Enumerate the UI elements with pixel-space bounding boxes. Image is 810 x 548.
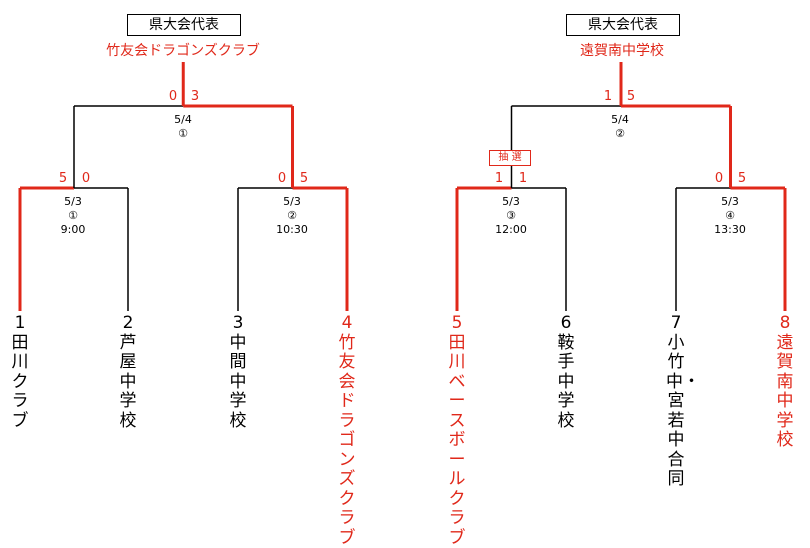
final-left-score-b: 3: [188, 90, 202, 103]
team-seed: 8: [774, 314, 796, 334]
match-number: ④: [695, 209, 765, 223]
team-name: 竹友会ドラゴンズクラブ: [337, 334, 357, 548]
match-number: ②: [257, 209, 327, 223]
m2-score-b: 5: [297, 172, 311, 185]
final-right-score-a: 1: [601, 90, 615, 103]
match-date: 5/3: [695, 195, 765, 209]
team-seed: 4: [336, 314, 358, 334]
match-number: ③: [476, 209, 546, 223]
match-date: 5/3: [476, 195, 546, 209]
match-number: ①: [38, 209, 108, 223]
team-name: 芦屋中学校: [118, 334, 138, 432]
final-right-info: 5/4 ②: [585, 113, 655, 141]
match-time: 12:00: [476, 223, 546, 237]
match-number: ②: [585, 127, 655, 141]
team-name: 中間中学校: [228, 334, 248, 432]
match-time: 13:30: [695, 223, 765, 237]
lottery-badge: 抽 選: [489, 150, 531, 166]
final-left-score-a: 0: [166, 90, 180, 103]
m4-score-a: 0: [712, 172, 726, 185]
team-name: 小竹中・宮若中合同: [666, 334, 686, 490]
final-left-info: 5/4 ①: [148, 113, 218, 141]
m2-score-a: 0: [275, 172, 289, 185]
team-name: 遠賀南中学校: [775, 334, 795, 451]
winner-name-left: 竹友会ドラゴンズクラブ: [93, 40, 273, 60]
match-time: 10:30: [257, 223, 327, 237]
match-date: 5/3: [38, 195, 108, 209]
team-seed: 2: [117, 314, 139, 334]
m3-info: 5/3 ③ 12:00: [476, 195, 546, 236]
m3-score-b: 1: [516, 172, 530, 185]
match-date: 5/4: [148, 113, 218, 127]
team-seed: 5: [446, 314, 468, 334]
winner-name-right: 遠賀南中学校: [532, 40, 712, 60]
m1-score-b: 0: [79, 172, 93, 185]
match-date: 5/4: [585, 113, 655, 127]
team-seed: 3: [227, 314, 249, 334]
m1-score-a: 5: [56, 172, 70, 185]
team-name: 田川クラブ: [10, 334, 30, 432]
match-number: ①: [148, 127, 218, 141]
m4-score-b: 5: [735, 172, 749, 185]
team-name: 田川ベースボールクラブ: [447, 334, 467, 548]
rep-label-right: 県大会代表: [566, 14, 680, 36]
match-time: 9:00: [38, 223, 108, 237]
team-seed: 7: [665, 314, 687, 334]
team-seed: 6: [555, 314, 577, 334]
final-right-score-b: 5: [624, 90, 638, 103]
match-date: 5/3: [257, 195, 327, 209]
m3-score-a: 1: [492, 172, 506, 185]
rep-label-left: 県大会代表: [127, 14, 241, 36]
team-seed: 1: [9, 314, 31, 334]
m4-info: 5/3 ④ 13:30: [695, 195, 765, 236]
m2-info: 5/3 ② 10:30: [257, 195, 327, 236]
m1-info: 5/3 ① 9:00: [38, 195, 108, 236]
team-name: 鞍手中学校: [556, 334, 576, 432]
